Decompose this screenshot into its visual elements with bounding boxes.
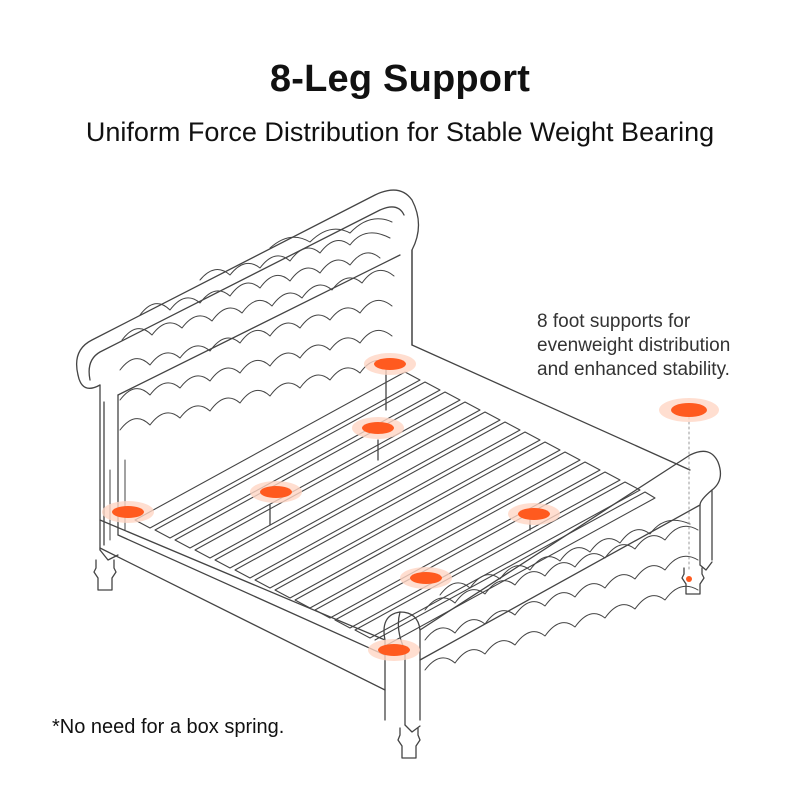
support-marker-3 bbox=[102, 501, 154, 523]
headboard-tufting bbox=[109, 218, 395, 541]
legs bbox=[93, 369, 705, 759]
footnote: *No need for a box spring. bbox=[52, 716, 285, 738]
footboard bbox=[383, 450, 722, 733]
support-marker-4 bbox=[250, 481, 302, 503]
footboard-tufting bbox=[424, 519, 699, 671]
support-marker-8 bbox=[659, 398, 719, 422]
support-marker-2 bbox=[352, 417, 404, 439]
support-marker-5 bbox=[508, 503, 560, 525]
support-marker-7 bbox=[368, 639, 420, 661]
callout-text: 8 foot supports for evenweight distribut… bbox=[537, 310, 777, 382]
page-subtitle: Uniform Force Distribution for Stable We… bbox=[85, 117, 715, 147]
support-markers bbox=[102, 353, 719, 661]
callout-line-1: 8 foot supports for bbox=[537, 311, 691, 332]
callout-line-3: and enhanced stability. bbox=[537, 359, 730, 380]
support-marker-8-dot bbox=[686, 576, 692, 582]
callout-line-2: evenweight distribution bbox=[537, 335, 731, 356]
slats bbox=[134, 371, 656, 647]
page-title: 8-Leg Support bbox=[269, 58, 531, 100]
support-marker-1 bbox=[364, 353, 416, 375]
support-marker-6 bbox=[400, 567, 452, 589]
